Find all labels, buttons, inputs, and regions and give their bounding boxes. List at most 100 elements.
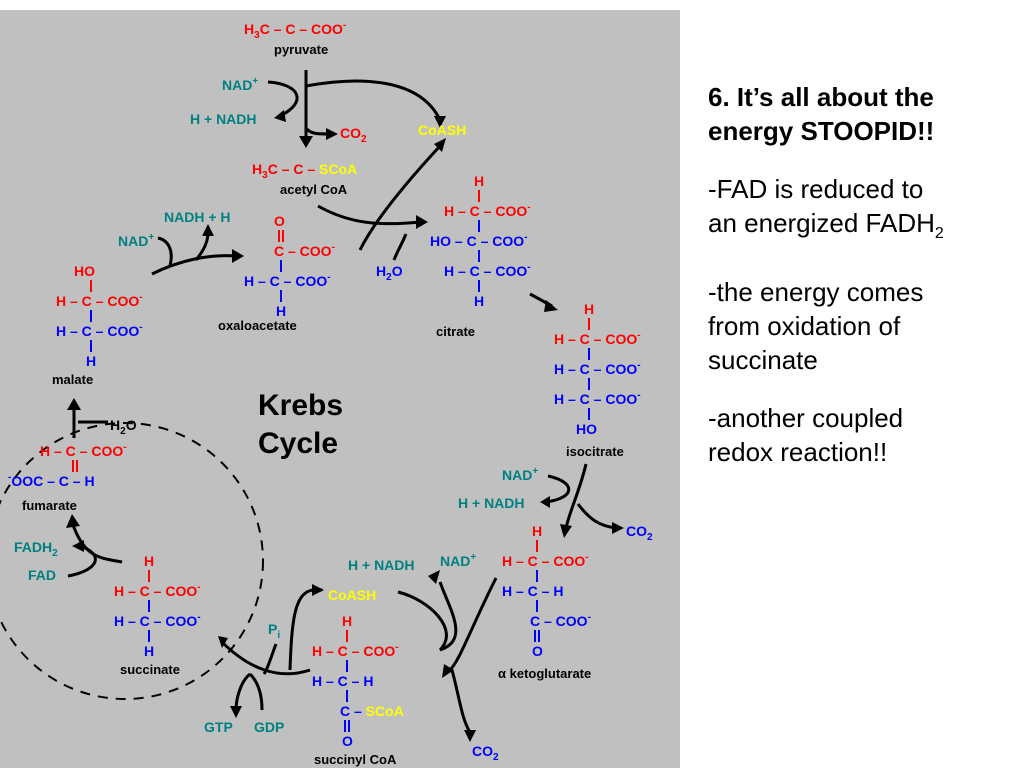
arrow-coash-in (397, 590, 448, 652)
svg-text:H: H (532, 523, 542, 539)
bullet1-subscript: 2 (934, 225, 944, 243)
co2-3: CO2 (472, 743, 499, 763)
h-nadh-3: H + NADH (348, 557, 415, 573)
alpha-ketoglutarate-structure: H H – C – COO- H – C – H C – COO- O α ke… (498, 523, 591, 681)
diagram-title-line2: Cycle (258, 427, 338, 460)
svg-text:H – C – COO-: H – C – COO- (444, 262, 531, 279)
oxaloacetate-structure: O C – COO- H – C – COO- H oxaloacetate (218, 213, 335, 333)
citrate-label: citrate (436, 324, 475, 339)
krebs-cycle-svg: Krebs Cycle H3C – C – COO- pyruvate NAD+… (0, 20, 653, 767)
arrow-nad-curl-3 (438, 581, 458, 652)
svg-text:H – C – COO-: H – C – COO- (56, 292, 143, 309)
svg-text:H: H (342, 613, 352, 629)
arrow-coash-release (358, 144, 442, 251)
svg-text:H – C – COO-: H – C – COO- (554, 390, 641, 407)
citrate-structure: H H – C – COO- HO – C – COO- H – C – COO… (430, 173, 531, 339)
diagram-title-line1: Krebs (258, 389, 343, 422)
svg-text:-OOC – C – H: -OOC – C – H (8, 472, 95, 489)
bullet-energy-source: -the energy comes from oxidation of succ… (708, 275, 1008, 377)
svg-text:HO – C – COO-: HO – C – COO- (430, 232, 527, 249)
nad-plus-3: NAD+ (440, 552, 476, 569)
arrow-nad-curl-2 (545, 474, 571, 504)
arrow-akg-to-succinylcoa (448, 577, 498, 672)
svg-text:C – SCoA: C – SCoA (340, 703, 404, 719)
svg-text:H: H (584, 301, 594, 317)
svg-text:H: H (474, 173, 484, 189)
nad-plus-4: NAD+ (118, 232, 154, 249)
bullet3-line-1: -another coupled (708, 403, 904, 434)
bullet-coupled-redox: -another coupled redox reaction!! (708, 401, 1008, 469)
svg-text:HO: HO (74, 263, 95, 279)
svg-text:H – C – COO-: H – C – COO- (554, 330, 641, 347)
h-nadh-2: H + NADH (458, 495, 525, 511)
svg-text:H – C – H: H – C – H (502, 583, 563, 599)
svg-text:H – C – COO-: H – C – COO- (114, 612, 201, 629)
slide-text-panel: 6. It’s all about the energy STOOPID!! -… (708, 80, 1008, 493)
pyruvate-structure: H3C – C – COO- pyruvate (244, 20, 346, 57)
co2-2: CO2 (626, 523, 653, 543)
svg-text:H3C – C – SCoA: H3C – C – SCoA (252, 161, 357, 181)
coash-1: CoASH (418, 122, 466, 138)
h2o-1: H2O (376, 263, 403, 283)
arrow-pi-in (262, 643, 278, 675)
acetyl-coa-structure: H3C – C – SCoA acetyl CoA (252, 161, 357, 197)
svg-text:C – COO-: C – COO- (274, 242, 335, 259)
nad-plus-2: NAD+ (502, 466, 538, 483)
svg-text:H: H (276, 303, 286, 319)
h2o-2: H2O (110, 417, 137, 437)
pi-label: Pi (268, 621, 280, 641)
arrow-malate-to-oxaloacetate (151, 254, 237, 276)
svg-text:H3C – C – COO-: H3C – C – COO- (244, 20, 346, 41)
arrow-to-citrate (317, 204, 421, 226)
co2-1: CO2 (340, 125, 367, 145)
arrow-to-gtp (234, 672, 252, 711)
svg-text:H – C – COO-: H – C – COO- (554, 360, 641, 377)
svg-text:H – C – COO-: H – C – COO- (244, 272, 331, 289)
h-nadh-1: H + NADH (190, 111, 257, 127)
arrow-nad-curl-1 (267, 80, 299, 118)
gtp-label: GTP (204, 719, 233, 735)
arrow-nad-in-4 (157, 236, 173, 267)
svg-text:H: H (474, 293, 484, 309)
fumarate-structure: H – C – COO- -OOC – C – H fumarate (8, 442, 127, 513)
svg-text:C – COO-: C – COO- (530, 612, 591, 629)
bullet2-line-3: succinate (708, 345, 818, 376)
coash-2: CoASH (328, 587, 376, 603)
isocitrate-label: isocitrate (566, 444, 624, 459)
heading-line-1: 6. It’s all about the (708, 82, 934, 112)
bullet2-line-1: -the energy comes (708, 277, 924, 308)
arrow-fad-curl (67, 544, 97, 578)
oxaloacetate-label: oxaloacetate (218, 318, 297, 333)
krebs-cycle-diagram: Krebs Cycle H3C – C – COO- pyruvate NAD+… (0, 10, 680, 768)
arrow-h2o-in (392, 233, 408, 261)
acetyl-coa-label: acetyl CoA (280, 182, 348, 197)
alpha-ketoglutarate-label: α ketoglutarate (498, 666, 591, 681)
pyruvate-label: pyruvate (274, 42, 328, 57)
nadh-h-label: NADH + H (164, 209, 231, 225)
nad-plus-1: NAD+ (222, 76, 258, 93)
arrow-gdp-in (248, 672, 264, 711)
svg-text:O: O (274, 213, 285, 229)
arrow-coash-loop (305, 79, 442, 121)
svg-text:H – C – COO-: H – C – COO- (444, 202, 531, 219)
arrow-isocitrate-to-akg (564, 463, 588, 529)
fad-label: FAD (28, 567, 56, 583)
svg-text:H – C – COO-: H – C – COO- (56, 322, 143, 339)
arrow-to-co2-2 (576, 503, 617, 530)
fumarate-label: fumarate (22, 498, 77, 513)
bullet3-line-2: redox reaction!! (708, 437, 888, 468)
bullet2-line-2: from oxidation of (708, 311, 901, 342)
svg-text:H – C – COO-: H – C – COO- (114, 582, 201, 599)
arrow-succinate-to-fumarate (70, 521, 123, 564)
succinate-structure: H H – C – COO- H – C – COO- H succinate (114, 553, 201, 677)
svg-text:H – C – COO-: H – C – COO- (312, 642, 399, 659)
fadh2-label: FADH2 (14, 539, 58, 559)
succinyl-coa-structure: H H – C – COO- H – C – H C – SCoA O succ… (312, 613, 404, 767)
bullet1-line-2: an energized FADH2 (708, 208, 944, 243)
heading-line-2: energy STOOPID!! (708, 116, 935, 146)
svg-text:H: H (86, 353, 96, 369)
succinate-label: succinate (120, 662, 180, 677)
succinyl-coa-label: succinyl CoA (314, 752, 397, 767)
highlight-dashed-circle (0, 422, 264, 700)
svg-text:H – C – H: H – C – H (312, 673, 373, 689)
